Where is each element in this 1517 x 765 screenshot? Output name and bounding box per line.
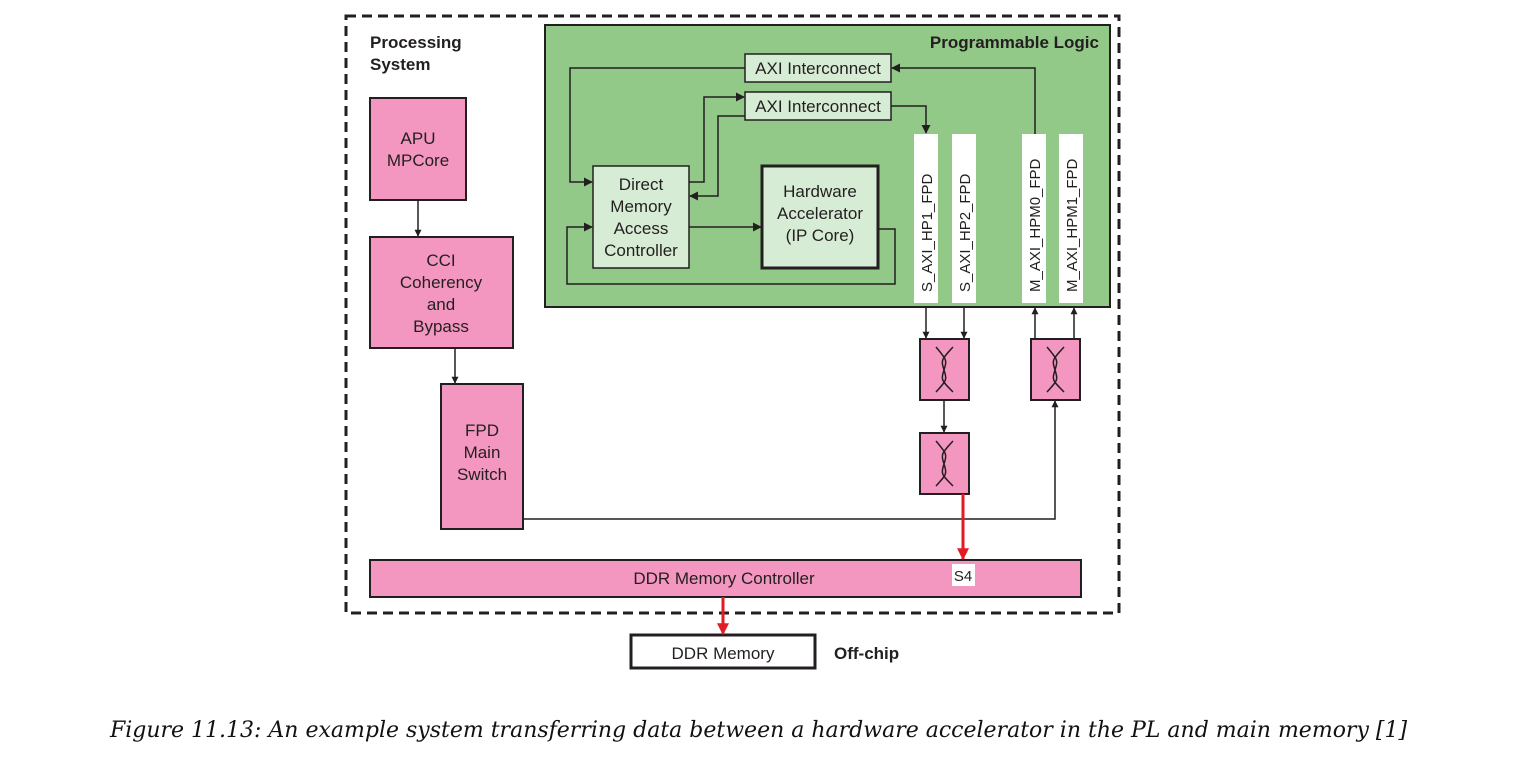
processing-system-boundary <box>344 14 1121 615</box>
crossbar-switch-icon <box>919 432 970 495</box>
m-axi-hpm1-fpd-port <box>1059 134 1083 303</box>
apu-mpcore-block <box>369 97 467 201</box>
crossbar-switch-icon <box>919 338 970 401</box>
dma-controller-block <box>592 165 690 269</box>
axi-top-to-dma-arrow <box>569 67 745 187</box>
ddr-memory-block <box>629 633 817 670</box>
s-axi-hp2-fpd-label: S_AXI_HP2_FPD <box>957 173 974 292</box>
ddr-memory-controller-label: DDR Memory Controller <box>633 569 815 588</box>
hardware-accelerator-block <box>760 164 880 270</box>
dma-to-axi-mid-arrow <box>689 92 745 183</box>
figure-caption: Figure 11.13: An example system transfer… <box>109 718 1408 743</box>
axi-mid-to-hp1-arrow <box>891 105 931 134</box>
fpd-switch-to-crossbar-arrow <box>523 400 1059 520</box>
m-axi-hpm1-fpd-label: M_AXI_HPM1_FPD <box>1064 158 1081 292</box>
m-axi-hpm0-fpd-label: M_AXI_HPM0_FPD <box>1027 158 1044 292</box>
accelerator-to-dma-arrow <box>566 222 896 285</box>
programmable-logic-label: Programmable Logic <box>930 33 1099 52</box>
s4-label: S4 <box>954 568 972 585</box>
fpd-main-switch-block <box>440 383 524 530</box>
ddr-memory-label: DDR Memory <box>672 644 775 663</box>
crossbar-switch-icon <box>1030 338 1081 401</box>
s-axi-hp1-fpd-label: S_AXI_HP1_FPD <box>919 173 936 292</box>
off-chip-label: Off-chip <box>834 644 899 663</box>
hpm0-to-axi-top-arrow <box>891 63 1036 134</box>
s4-port <box>952 564 975 586</box>
axi-interconnect-mid-label: AXI Interconnect <box>755 97 881 116</box>
cci-block <box>369 236 514 349</box>
s-axi-hp2-fpd-port <box>952 134 976 303</box>
axi-interconnect-top-label: AXI Interconnect <box>755 59 881 78</box>
s-axi-hp1-fpd-port <box>914 134 938 303</box>
axi-mid-to-dma-arrow <box>689 115 745 201</box>
m-axi-hpm0-fpd-port <box>1022 134 1046 303</box>
